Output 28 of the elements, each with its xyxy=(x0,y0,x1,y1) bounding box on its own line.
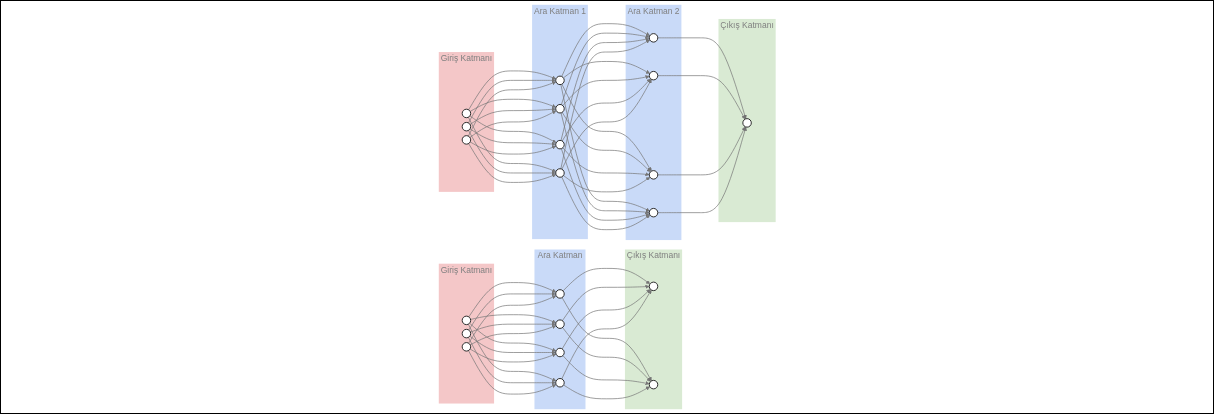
node-circle xyxy=(648,33,658,43)
node-circle xyxy=(461,342,471,352)
node-circle xyxy=(555,378,565,388)
cluster: Ara Katman 1 xyxy=(531,4,588,240)
node-circle xyxy=(555,347,565,358)
node-circle xyxy=(648,379,658,390)
node-circle xyxy=(461,121,471,132)
cluster: Ara Katman 2 xyxy=(625,4,682,241)
node-circle xyxy=(555,168,565,178)
cluster: Giriş Katmanı xyxy=(438,263,494,404)
node-circle xyxy=(555,104,565,114)
node-circle xyxy=(648,207,658,218)
node-circle xyxy=(555,289,565,299)
cluster: Çıkış Katmanı xyxy=(718,18,776,223)
node-circle xyxy=(648,281,658,292)
node-circle xyxy=(461,328,471,339)
cluster: Giriş Katmanı xyxy=(438,52,494,192)
node-circle xyxy=(461,135,471,145)
node-circle xyxy=(648,70,658,81)
node-circle xyxy=(555,139,565,150)
node-circle xyxy=(742,118,752,128)
node-circle xyxy=(461,108,471,119)
node-circle xyxy=(555,319,565,329)
node-circle xyxy=(555,75,565,86)
cluster: Ara Katman xyxy=(534,249,586,410)
cluster: Çıkış Katmanı xyxy=(624,249,682,410)
node-circle xyxy=(648,170,658,180)
node-circle xyxy=(461,315,471,326)
